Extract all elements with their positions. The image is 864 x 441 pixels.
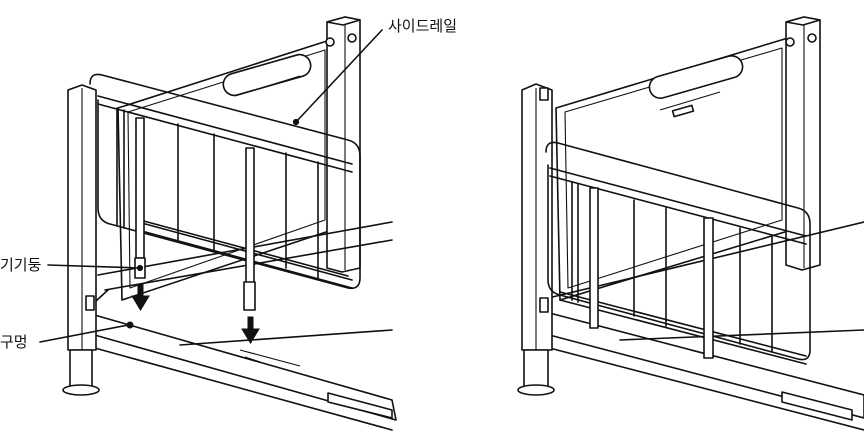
left-side-rail <box>89 73 361 290</box>
right-back-panel <box>555 37 799 301</box>
leader-side-rail <box>295 29 383 123</box>
hole-label: 구멍 <box>0 333 28 351</box>
side-rail-label: 사이드레일 <box>388 17 458 35</box>
leader-hole <box>39 324 129 343</box>
right-illustration <box>517 16 864 431</box>
right-front-post <box>517 83 555 396</box>
left-back-panel <box>117 39 339 301</box>
leader-pillar <box>47 264 141 269</box>
pillar-label: 기기둥 <box>0 256 42 274</box>
left-arrow-2 <box>241 316 260 344</box>
left-illustration <box>39 16 397 431</box>
left-front-post <box>62 84 100 396</box>
right-side-rail <box>545 141 811 365</box>
left-arrow-1 <box>131 283 150 311</box>
